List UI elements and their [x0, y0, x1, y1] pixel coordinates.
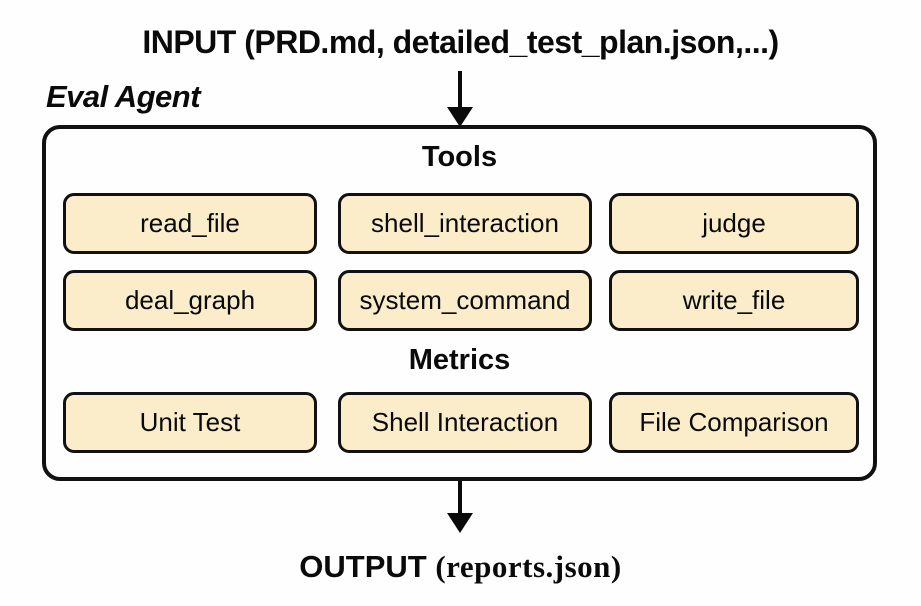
arrow-head: [447, 107, 473, 127]
tool-box-shell-interaction: shell_interaction: [338, 193, 592, 254]
eval-agent-container: Tools read_file shell_interaction judge …: [42, 125, 877, 481]
output-label-paren: (reports.json): [435, 549, 622, 584]
arrow-head: [447, 513, 473, 533]
arrow-stem: [458, 481, 462, 517]
tool-box-system-command: system_command: [338, 270, 592, 331]
tool-box-deal-graph: deal_graph: [63, 270, 317, 331]
metrics-section-header: Metrics: [408, 344, 511, 376]
input-label: INPUT (PRD.md, detailed_test_plan.json,.…: [142, 24, 779, 60]
arrow-stem: [458, 71, 462, 111]
eval-agent-label: Eval Agent: [46, 79, 201, 114]
tool-box-judge: judge: [609, 193, 859, 254]
tool-box-write-file: write_file: [609, 270, 859, 331]
output-label: OUTPUT (reports.json): [0, 549, 921, 585]
tools-section-header: Tools: [421, 141, 498, 173]
output-label-bold: OUTPUT: [299, 549, 427, 584]
tool-box-read-file: read_file: [63, 193, 317, 254]
metric-box-shell-interaction: Shell Interaction: [338, 392, 592, 453]
metric-box-file-comparison: File Comparison: [609, 392, 859, 453]
metric-box-unit-test: Unit Test: [63, 392, 317, 453]
